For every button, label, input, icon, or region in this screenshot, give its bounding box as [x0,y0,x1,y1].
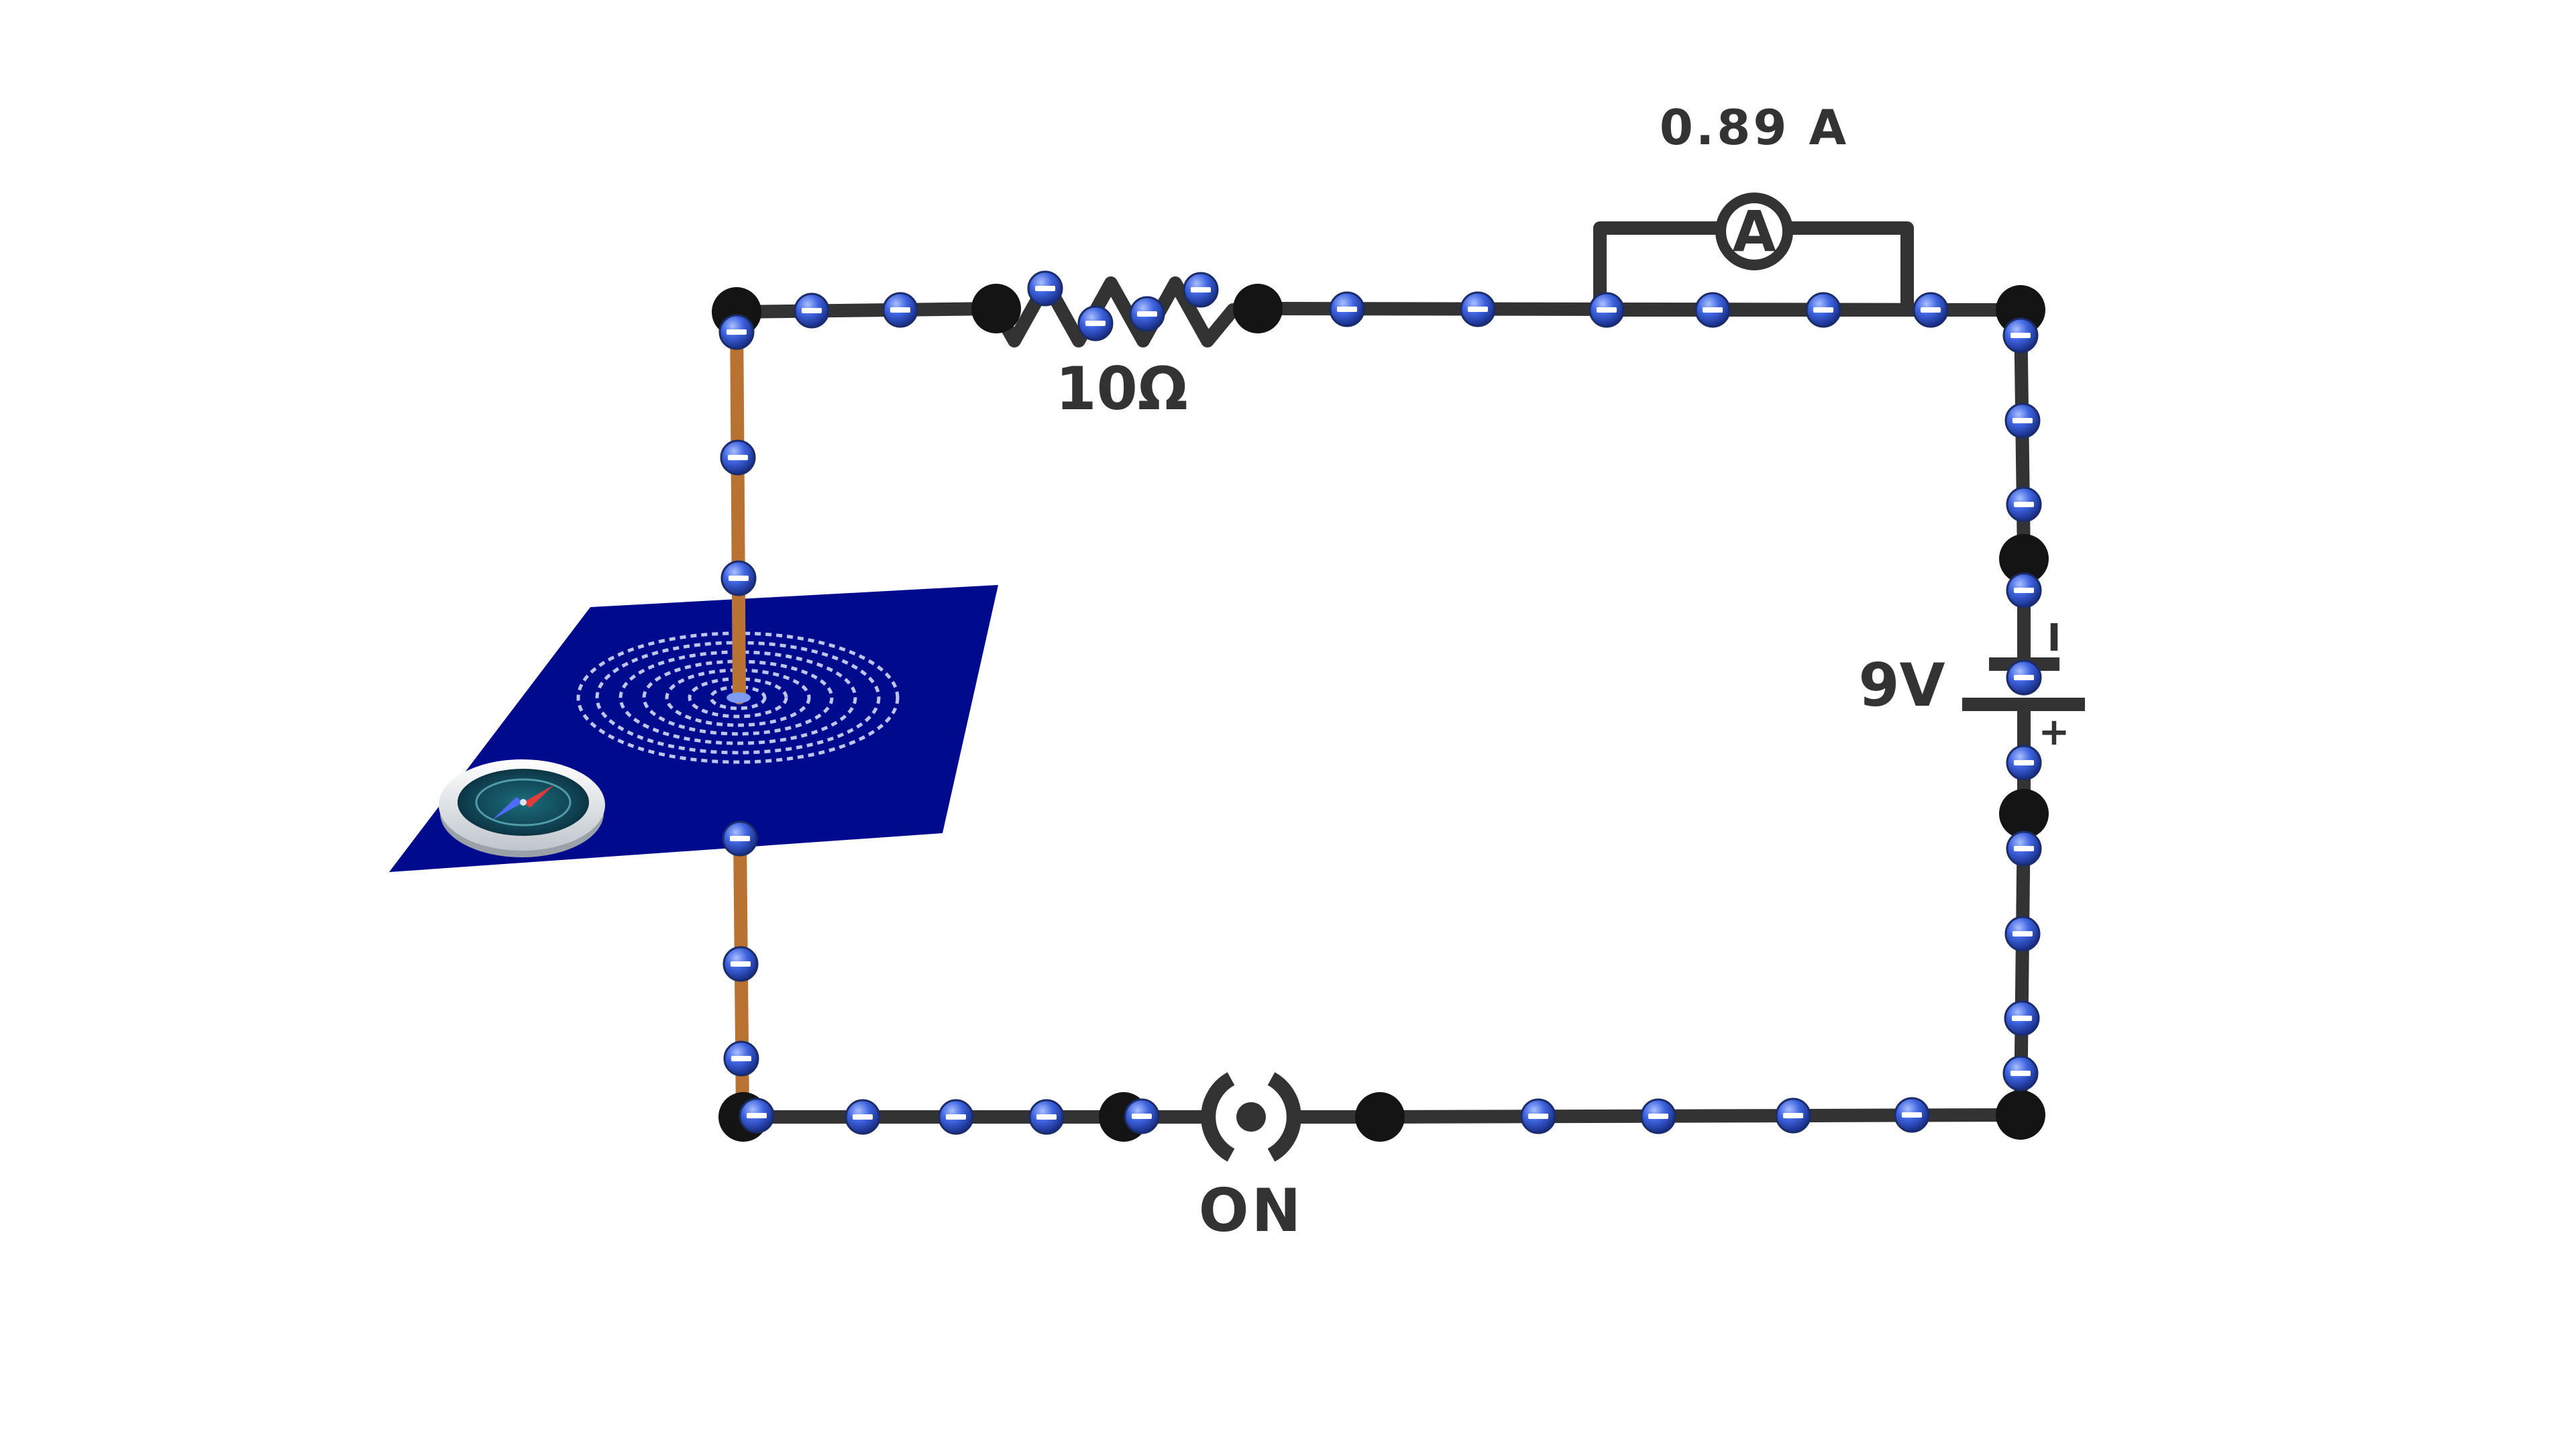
junction [1996,285,2045,335]
electron-minus-icon [720,439,756,476]
compass-needle-south [492,797,523,820]
ammeter-symbol: A [1732,199,1776,264]
junction [1999,789,2049,839]
electron-minus-icon [1775,1097,1811,1134]
electron-minus-icon [1077,305,1114,341]
compass-icon [439,759,605,857]
battery-label: 9V [1858,651,1945,720]
electron-minus-icon [1183,272,1219,308]
electron-minus-icon [1640,1098,1676,1134]
electron-minus-icon [1805,292,1841,328]
electron-minus-icon [938,1099,974,1135]
electron-minus-icon [1124,1098,1160,1134]
electrons [718,270,2042,1135]
ammeter-bypass-loop [1593,221,1914,317]
electron-minus-icon [1129,296,1165,332]
electron-minus-icon [1460,291,1496,327]
electron-minus-icon [2002,1055,2039,1091]
electron-minus-icon [2006,659,2042,696]
electron-minus-icon [718,314,755,350]
battery-positive-mark: + [2039,710,2070,754]
electron-minus-icon [2006,830,2042,867]
junction [1233,284,1283,333]
junction [1999,534,2049,584]
electron-minus-icon [2004,402,2041,439]
electron-minus-icon [723,1040,759,1077]
electron-minus-icon [2004,916,2041,952]
ammeter-reading: 0.89 A [1660,99,1849,156]
electron-minus-icon [1589,292,1625,328]
electron-minus-icon [882,292,918,328]
electron-minus-icon [1027,270,1063,307]
junction [1996,1090,2045,1140]
electron-minus-icon [1894,1097,1930,1133]
copper-conductor-upper [730,309,746,704]
electron-minus-icon [2002,317,2039,354]
electron-minus-icon [722,820,758,857]
electron-minus-icon [1520,1098,1556,1134]
magnetic-field-plane [389,585,998,872]
electron-minus-icon [1028,1099,1065,1135]
junction [971,284,1021,333]
electron-minus-icon [2006,572,2042,608]
electron-minus-icon [2006,486,2042,523]
ammeter-icon [1715,193,1793,270]
switch-pivot [1236,1102,1266,1132]
resistor-zigzag [989,276,1240,347]
electron-minus-icon [722,946,759,982]
electron-minus-icon [794,292,830,329]
electron-minus-icon [2004,1000,2040,1036]
electron-minus-icon [1329,291,1365,327]
resistor-label: 10Ω [1055,354,1187,423]
wire-top-left [730,302,1003,319]
electron-minus-icon [1913,292,1949,328]
compass-needle-north [523,785,554,808]
junction [1355,1092,1405,1142]
electron-minus-icon [739,1097,775,1134]
conductor-plane-intersection [727,692,751,703]
switch-state-label: ON [1199,1176,1303,1245]
electron-minus-icon [845,1099,881,1135]
electron-minus-icon [1695,292,1731,328]
electron-minus-icon [720,560,757,596]
electron-minus-icon [2006,745,2042,781]
switch-icon[interactable] [1201,1072,1301,1162]
battery-negative-mark: I [2047,616,2061,660]
